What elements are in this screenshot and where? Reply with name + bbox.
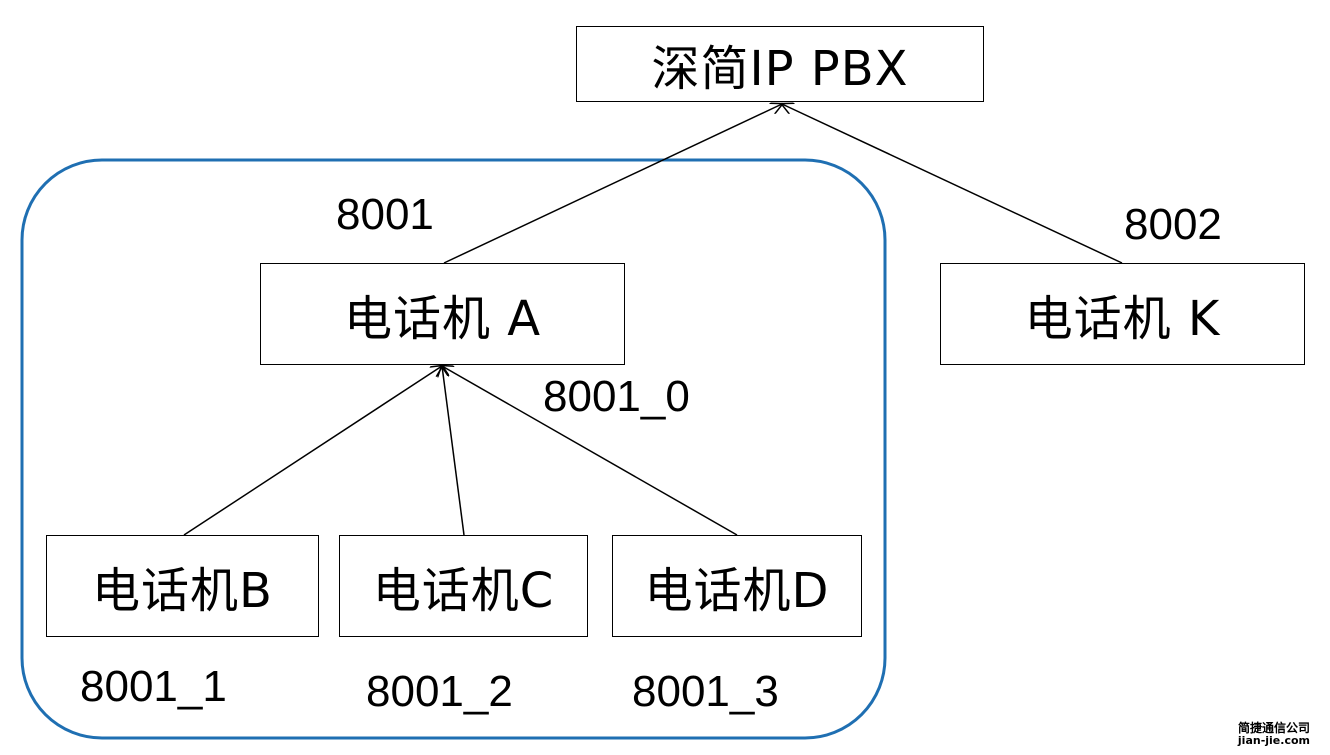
phone-c-node: 电话机C: [339, 535, 588, 637]
watermark-name: 简捷通信公司: [1237, 720, 1310, 735]
extension-phone-b: 8001_1: [80, 662, 227, 711]
arrow-b-to-a: [183, 366, 442, 536]
arrow-d-to-a: [442, 366, 738, 536]
phone-b-label: 电话机B: [92, 563, 273, 619]
arrow-k-to-pbx: [782, 104, 1123, 264]
extension-phone-a-sub: 8001_0: [543, 372, 690, 421]
phone-a-label: 电话机 A: [343, 291, 542, 347]
group-outline: [20, 158, 887, 740]
phone-k-label: 电话机 K: [1024, 291, 1221, 347]
extension-phone-a: 8001: [336, 190, 434, 239]
phone-a-node: 电话机 A: [260, 263, 625, 365]
phone-b-node: 电话机B: [46, 535, 319, 637]
watermark: 简捷通信公司 jian-jie.com: [1237, 720, 1310, 747]
arrow-c-to-a: [442, 366, 465, 536]
pbx-node: 深简IP PBX: [576, 26, 984, 102]
pbx-label: 深简IP PBX: [651, 41, 909, 97]
arrow-a-to-pbx: [443, 104, 782, 264]
extension-phone-c: 8001_2: [366, 667, 513, 716]
extension-phone-k: 8002: [1124, 200, 1222, 249]
phone-k-node: 电话机 K: [940, 263, 1305, 365]
phone-d-node: 电话机D: [612, 535, 862, 637]
watermark-site: jian-jie.com: [1237, 733, 1310, 747]
phone-d-label: 电话机D: [644, 563, 830, 619]
extension-phone-d: 8001_3: [632, 667, 779, 716]
phone-c-label: 电话机C: [372, 563, 555, 619]
